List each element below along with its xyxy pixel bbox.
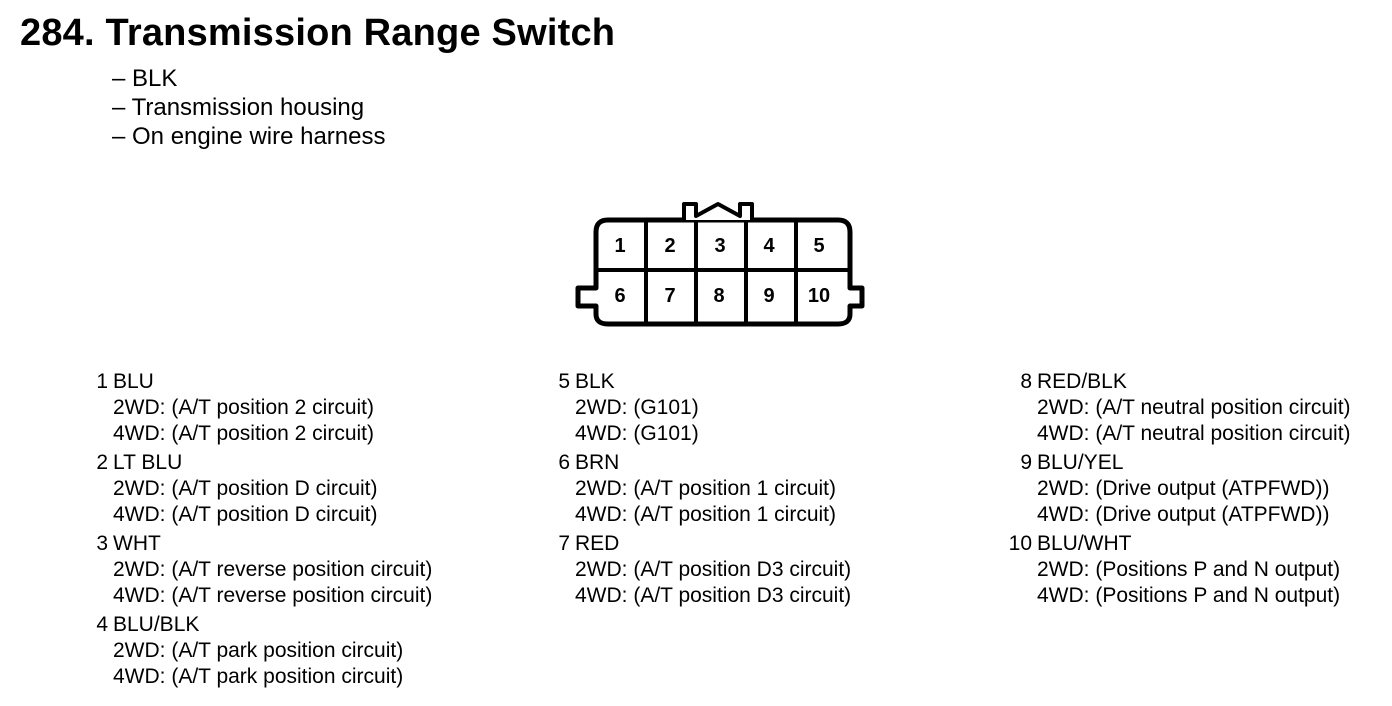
pin-function-2wd: 2WD: (A/T position 1 circuit) — [575, 477, 837, 500]
pin-function-2wd: 2WD: (Drive output (ATPFWD)) — [1037, 477, 1330, 500]
pin-function-2wd: 2WD: (A/T reverse position circuit) — [113, 558, 433, 581]
pin-function-4wd: 4WD: (G101) — [575, 422, 699, 445]
pin-function-2wd: 2WD: (A/T position 2 circuit) — [113, 396, 375, 419]
terminal-label: 8 — [713, 285, 724, 307]
pin-number: 6 — [558, 451, 570, 474]
wire-color: BLU/BLK — [113, 613, 200, 636]
terminal-label: 10 — [808, 285, 830, 307]
pin-function-4wd: 4WD: (A/T neutral position circuit) — [1037, 422, 1351, 445]
connector-harness: – On engine wire harness — [112, 123, 386, 150]
connector-details: – BLK – Transmission housing – On engine… — [112, 64, 386, 151]
pin-number: 2 — [96, 451, 108, 474]
wire-color: BLU — [113, 370, 154, 393]
pin-number: 1 — [96, 370, 108, 393]
terminal-label: 3 — [714, 235, 725, 257]
pin-number: 9 — [1020, 451, 1032, 474]
wire-color: BRN — [575, 451, 620, 474]
terminal-label: 9 — [763, 285, 774, 307]
terminal-label: 1 — [614, 235, 625, 257]
wire-color: LT BLU — [113, 451, 183, 474]
pin-function-4wd: 4WD: (A/T position 1 circuit) — [575, 503, 837, 526]
pin-function-4wd: 4WD: (Positions P and N output) — [1037, 584, 1341, 607]
connector-latch — [682, 202, 754, 220]
wire-color: WHT — [113, 532, 161, 555]
wire-color: BLU/YEL — [1037, 451, 1124, 474]
pin-function-4wd: 4WD: (A/T reverse position circuit) — [113, 584, 433, 607]
connector-color: – BLK — [112, 65, 178, 92]
pin-function-2wd: 2WD: (A/T position D3 circuit) — [575, 558, 852, 581]
wire-color: BLU/WHT — [1037, 532, 1132, 555]
connector-location: – Transmission housing — [112, 94, 365, 121]
pin-function-4wd: 4WD: (Drive output (ATPFWD)) — [1037, 503, 1330, 526]
pin-function-2wd: 2WD: (G101) — [575, 396, 699, 419]
pin-function-4wd: 4WD: (A/T position 2 circuit) — [113, 422, 375, 445]
pin-function-2wd: 2WD: (Positions P and N output) — [1037, 558, 1341, 581]
pin-number: 10 — [1008, 532, 1032, 555]
pin-function-2wd: 2WD: (A/T neutral position circuit) — [1037, 396, 1351, 419]
pin-function-2wd: 2WD: (A/T park position circuit) — [113, 639, 404, 662]
connector-diagram: 1 2 3 4 5 6 7 8 9 10 — [575, 202, 865, 327]
pin-number: 5 — [558, 370, 570, 393]
pin-number: 7 — [558, 532, 570, 555]
terminal-label: 7 — [664, 285, 675, 307]
wire-color: BLK — [575, 370, 615, 393]
pin-function-4wd: 4WD: (A/T position D circuit) — [113, 503, 378, 526]
pin-number: 4 — [96, 613, 108, 636]
pin-function-4wd: 4WD: (A/T park position circuit) — [113, 665, 404, 688]
pin-number: 8 — [1020, 370, 1032, 393]
wire-color: RED — [575, 532, 620, 555]
page-title: 284. Transmission Range Switch — [20, 12, 616, 54]
pin-function-4wd: 4WD: (A/T position D3 circuit) — [575, 584, 852, 607]
terminal-label: 5 — [813, 235, 824, 257]
terminal-label: 4 — [763, 235, 775, 257]
terminal-label: 6 — [614, 285, 625, 307]
terminal-label: 2 — [664, 235, 675, 257]
pin-number: 3 — [96, 532, 108, 555]
pin-function-2wd: 2WD: (A/T position D circuit) — [113, 477, 378, 500]
wire-color: RED/BLK — [1037, 370, 1127, 393]
